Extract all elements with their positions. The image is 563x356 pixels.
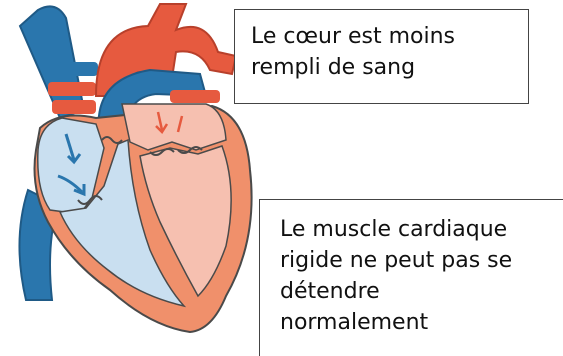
callout-stiff-muscle-line-4: normalement bbox=[280, 307, 551, 338]
left-atrium bbox=[122, 104, 226, 150]
callout-filling-line-2: rempli de sang bbox=[251, 52, 512, 83]
pulmonary-vein-left-1 bbox=[48, 82, 96, 96]
pulmonary-vein-right-1 bbox=[170, 90, 220, 103]
callout-stiff-muscle: Le muscle cardiaque rigide ne peut pas s… bbox=[259, 199, 563, 356]
callout-stiff-muscle-line-2: rigide ne peut pas se bbox=[280, 245, 551, 276]
callout-stiff-muscle-line-3: détendre bbox=[280, 276, 551, 307]
callout-filling-line-1: Le cœur est moins bbox=[251, 21, 512, 52]
pulmonary-vein-left-2 bbox=[52, 100, 96, 114]
pulmonary-artery-left bbox=[58, 62, 98, 76]
callout-filling: Le cœur est moins rempli de sang bbox=[234, 9, 529, 104]
callout-stiff-muscle-line-1: Le muscle cardiaque bbox=[280, 214, 551, 245]
